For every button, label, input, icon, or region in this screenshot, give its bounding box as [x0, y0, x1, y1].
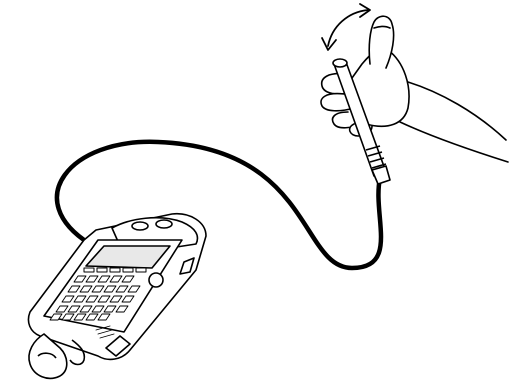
navigation-pad — [149, 273, 163, 287]
curved-double-arrow-icon — [322, 4, 370, 50]
soft-keys — [84, 268, 146, 272]
handheld-meter — [28, 214, 206, 360]
